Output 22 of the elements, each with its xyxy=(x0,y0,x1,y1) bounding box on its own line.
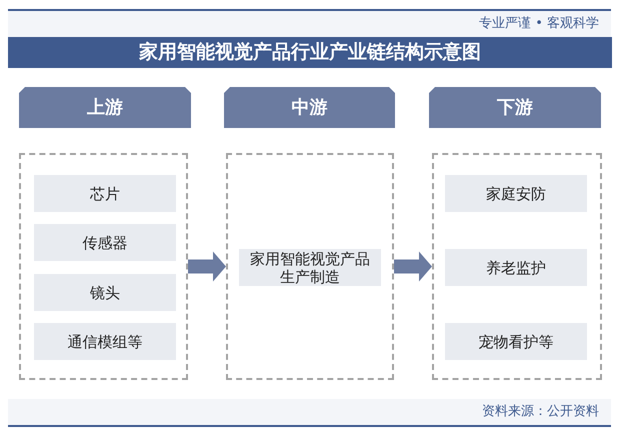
stage-label: 中游 xyxy=(292,96,328,118)
item-label: 芯片 xyxy=(90,184,120,202)
flow-arrow xyxy=(394,252,432,282)
stage-group-frame xyxy=(19,153,188,380)
item-label: 镜头 xyxy=(90,284,120,302)
item-label: 宠物看护等 xyxy=(478,332,554,350)
stage-label: 上游 xyxy=(87,96,123,118)
item-label: 家用智能视觉产品生产制造 xyxy=(249,250,371,286)
stage-group-frame xyxy=(226,153,394,380)
source-note: 资料来源：公开资料 xyxy=(482,404,599,420)
item-label: 通信模组等 xyxy=(68,332,142,350)
stage-header xyxy=(429,87,601,128)
stage-header xyxy=(224,87,395,128)
slogan-text: 专业严谨 • 客观科学 xyxy=(479,16,599,32)
item-label: 家庭安防 xyxy=(486,184,546,202)
diagram-title: 家用智能视觉产品行业产业链结构示意图 xyxy=(139,41,481,64)
stage-group-frame xyxy=(432,153,602,380)
item-label: 传感器 xyxy=(82,234,128,252)
stage-label: 下游 xyxy=(497,96,533,118)
item-label: 养老监护 xyxy=(486,258,546,276)
flow-arrow xyxy=(188,252,226,282)
stage-header xyxy=(19,87,191,128)
